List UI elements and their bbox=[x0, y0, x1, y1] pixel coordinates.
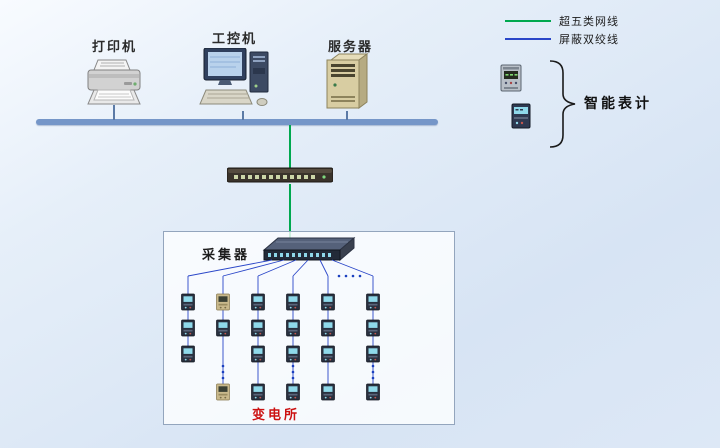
meter-network bbox=[181, 236, 380, 401]
switch-icon bbox=[227, 167, 333, 183]
meter-icon bbox=[181, 293, 195, 311]
printer-label: 打印机 bbox=[92, 39, 138, 54]
server-drop-line bbox=[346, 111, 348, 120]
meter-icon bbox=[321, 319, 335, 337]
meter-icon bbox=[251, 383, 265, 401]
legend-item-twisted-pair: 屏蔽双绞线 bbox=[505, 30, 619, 48]
meter-icon bbox=[216, 293, 230, 311]
legend-label-cat5: 超五类网线 bbox=[559, 16, 619, 28]
smart-meter-icon-1 bbox=[500, 64, 522, 92]
collector-icon bbox=[262, 236, 356, 262]
ellipsis-dots-vertical bbox=[221, 364, 225, 380]
meter-icon bbox=[366, 345, 380, 363]
collector-label: 采集器 bbox=[202, 247, 251, 262]
server-label: 服务器 bbox=[328, 39, 374, 54]
fan-lines bbox=[187, 259, 374, 277]
meter-icon bbox=[286, 383, 300, 401]
meter-icon bbox=[181, 345, 195, 363]
cat5-line-lower bbox=[289, 184, 291, 238]
industrial-pc-icon bbox=[199, 48, 269, 106]
meter-icon bbox=[366, 293, 380, 311]
meter-icon bbox=[216, 383, 230, 401]
legend-label-twisted-pair: 屏蔽双绞线 bbox=[559, 34, 619, 46]
substation-box: 采集器 bbox=[163, 231, 455, 425]
legend-item-cat5: 超五类网线 bbox=[505, 12, 619, 30]
ipc-drop-line bbox=[242, 111, 244, 120]
printer-icon bbox=[87, 59, 141, 105]
twisted-pair-line-swatch bbox=[505, 38, 551, 40]
meter-icon bbox=[286, 293, 300, 311]
server-icon bbox=[326, 53, 369, 109]
meter-icon bbox=[366, 383, 380, 401]
cat5-line-upper bbox=[289, 125, 291, 168]
brace-icon bbox=[549, 60, 576, 148]
meter-icon bbox=[216, 319, 230, 337]
cat5-line-swatch bbox=[505, 20, 551, 22]
printer-drop-line bbox=[113, 105, 115, 120]
meter-icon bbox=[251, 319, 265, 337]
ellipsis-dots-horizontal bbox=[337, 274, 362, 278]
meter-icon bbox=[321, 293, 335, 311]
station-label: 变电所 bbox=[252, 407, 301, 422]
meter-icon bbox=[181, 319, 195, 337]
bus-line bbox=[36, 119, 438, 125]
meter-icon bbox=[286, 345, 300, 363]
meter-icon bbox=[366, 319, 380, 337]
legend: 超五类网线 屏蔽双绞线 bbox=[505, 12, 619, 48]
meter-icon bbox=[321, 345, 335, 363]
ipc-label: 工控机 bbox=[212, 31, 258, 46]
meter-icon bbox=[286, 319, 300, 337]
meter-icon bbox=[251, 293, 265, 311]
meter-icon bbox=[321, 383, 335, 401]
ellipsis-dots-vertical bbox=[371, 364, 375, 380]
column-lines bbox=[187, 276, 374, 400]
meter-icon bbox=[251, 345, 265, 363]
smart-meters-label: 智能表计 bbox=[584, 95, 652, 111]
smart-meter-icon-2 bbox=[511, 103, 531, 129]
ellipsis-dots-vertical bbox=[291, 364, 295, 380]
